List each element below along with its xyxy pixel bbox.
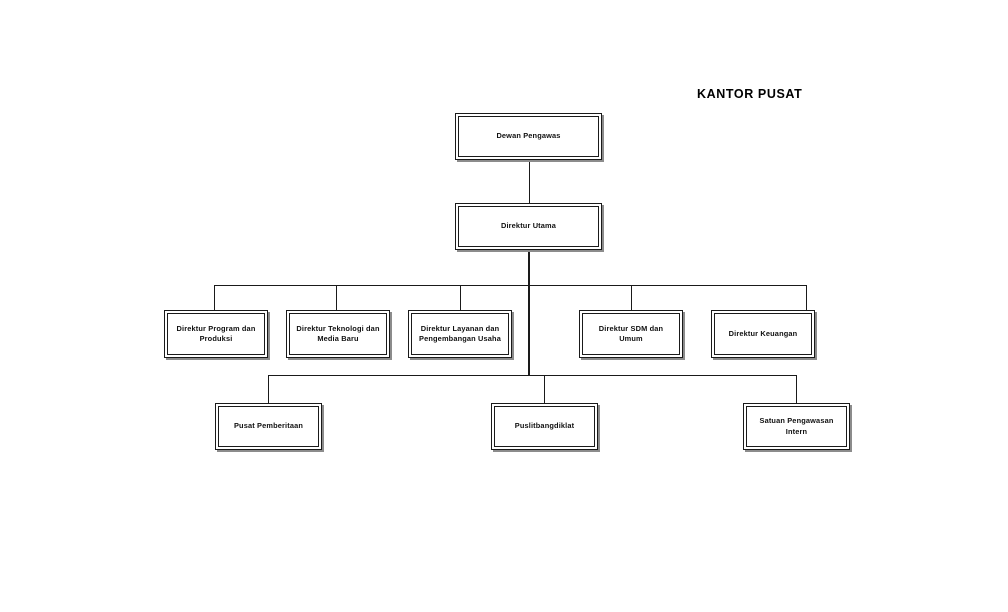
node-puslitbangdiklat[interactable]: Puslitbangdiklat xyxy=(491,403,598,450)
node-label: Direktur Program dan Produksi xyxy=(176,323,256,343)
connector-dirut-trunk xyxy=(528,250,530,376)
node-direktur-sdm-dan-umum-body: Direktur SDM dan Umum xyxy=(582,313,680,355)
connector-drop-dir-sdm xyxy=(631,285,632,310)
page-title: KANTOR PUSAT xyxy=(697,87,803,101)
node-pusat-pemberitaan[interactable]: Pusat Pemberitaan xyxy=(215,403,322,450)
node-puslitbangdiklat-body: Puslitbangdiklat xyxy=(494,406,595,447)
connector-drop-pusat-pemberitaan xyxy=(268,375,269,403)
node-dewan-pengawas-body: Dewan Pengawas xyxy=(458,116,599,157)
node-direktur-program-dan-produksi[interactable]: Direktur Program dan Produksi xyxy=(164,310,268,358)
node-label: Direktur Layanan dan Pengembangan Usaha xyxy=(419,323,501,343)
node-direktur-layanan-dan-pengembangan-usaha[interactable]: Direktur Layanan dan Pengembangan Usaha xyxy=(408,310,512,358)
node-satuan-pengawasan-intern-body: Satuan Pengawasan Intern xyxy=(746,406,847,447)
connector-dewan-to-dirut xyxy=(529,160,530,203)
node-direktur-teknologi-dan-media-baru-body: Direktur Teknologi dan Media Baru xyxy=(289,313,387,355)
node-direktur-utama-body: Direktur Utama xyxy=(458,206,599,247)
connector-drop-dir-program xyxy=(214,285,215,310)
node-label: Puslitbangdiklat xyxy=(514,421,575,431)
node-label: Direktur Keuangan xyxy=(728,328,798,338)
connector-drop-dir-teknologi xyxy=(336,285,337,310)
node-direktur-keuangan-body: Direktur Keuangan xyxy=(714,313,812,355)
node-direktur-sdm-dan-umum[interactable]: Direktur SDM dan Umum xyxy=(579,310,683,358)
node-label: Satuan Pengawasan Intern xyxy=(759,416,834,436)
connector-drop-satuan-pengawasan xyxy=(796,375,797,403)
node-label: Direktur Utama xyxy=(500,221,557,231)
node-direktur-utama[interactable]: Direktur Utama xyxy=(455,203,602,250)
node-direktur-keuangan[interactable]: Direktur Keuangan xyxy=(711,310,815,358)
connector-drop-dir-layanan xyxy=(460,285,461,310)
connector-drop-dir-keuangan xyxy=(806,285,807,310)
node-label: Direktur SDM dan Umum xyxy=(598,323,664,343)
node-label: Direktur Teknologi dan Media Baru xyxy=(296,323,380,343)
connector-bus-directorates xyxy=(214,285,806,286)
node-direktur-teknologi-dan-media-baru[interactable]: Direktur Teknologi dan Media Baru xyxy=(286,310,390,358)
node-pusat-pemberitaan-body: Pusat Pemberitaan xyxy=(218,406,319,447)
node-dewan-pengawas[interactable]: Dewan Pengawas xyxy=(455,113,602,160)
node-label: Pusat Pemberitaan xyxy=(233,421,304,431)
node-direktur-layanan-dan-pengembangan-usaha-body: Direktur Layanan dan Pengembangan Usaha xyxy=(411,313,509,355)
node-satuan-pengawasan-intern[interactable]: Satuan Pengawasan Intern xyxy=(743,403,850,450)
connector-drop-puslitbangdiklat xyxy=(544,375,545,403)
node-direktur-program-dan-produksi-body: Direktur Program dan Produksi xyxy=(167,313,265,355)
connector-bus-support-units xyxy=(268,375,796,376)
node-label: Dewan Pengawas xyxy=(496,131,561,141)
